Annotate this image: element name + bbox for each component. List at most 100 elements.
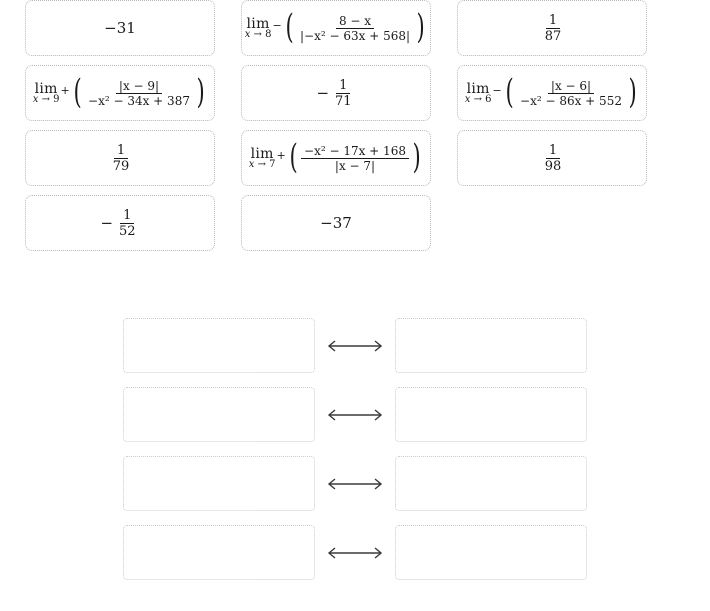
fraction: 1 87	[542, 14, 565, 43]
match-arrow-icon	[315, 476, 395, 492]
limit-side-sign: +	[60, 83, 70, 97]
limit-variable: x	[32, 93, 39, 105]
dropzone-right[interactable]	[395, 525, 587, 580]
lim-label: lim	[250, 145, 274, 162]
fraction: −x² − 17x + 168 |x − 7|	[301, 145, 409, 172]
dropzone-left[interactable]	[123, 525, 315, 580]
expression-tile-limit-x-to-6-minus[interactable]: lim x → 6 − ( |x − 6| −x² − 86x + 552 )	[457, 65, 647, 121]
tile-bank: −31 lim x → 8 − ( 8 − x |−x² − 63x + 568…	[0, 0, 710, 260]
limit-approach: x → 9	[32, 93, 60, 105]
fraction-numerator: 8 − x	[335, 15, 375, 29]
fraction-denominator: −x² − 86x + 552	[520, 93, 622, 108]
lim-label: lim	[34, 80, 58, 97]
fraction-sign: −	[100, 213, 114, 232]
fraction-value: − 1 52	[100, 209, 139, 238]
fraction-numerator: 1	[120, 209, 135, 224]
match-row	[0, 387, 710, 442]
tile-bank-row: 1 79 lim x → 7 + ( −x² − 17x + 168 |x − …	[0, 130, 710, 186]
limit-expression: lim x → 6 − ( |x − 6| −x² − 86x + 552 )	[465, 72, 639, 113]
paren-close-icon: )	[412, 137, 421, 178]
fraction-denominator: 87	[544, 28, 562, 44]
limit-approach: x → 7	[248, 158, 276, 170]
limit-expression: lim x → 9 + ( |x − 9| −x² − 34x + 387 )	[33, 72, 207, 113]
fraction-denominator: 71	[335, 93, 352, 109]
paren-open-icon: (	[505, 72, 514, 113]
paren-open-icon: (	[285, 7, 294, 48]
answer-tile-minus-31[interactable]: −31	[25, 0, 215, 56]
fraction-numerator: 1	[545, 14, 561, 29]
limit-variable: x	[244, 28, 251, 40]
answer-tile-minus-one-over-71[interactable]: − 1 71	[241, 65, 431, 121]
answer-tile-minus-37[interactable]: −37	[241, 195, 431, 251]
paren-open-icon: (	[289, 137, 298, 178]
match-row	[0, 456, 710, 511]
tile-bank-row: − 1 52 −37	[0, 195, 710, 251]
tile-bank-row: lim x → 9 + ( |x − 9| −x² − 34x + 387 ) …	[0, 65, 710, 121]
limit-approach: x → 8	[244, 28, 272, 40]
limit-operator: lim x → 8	[245, 17, 272, 40]
answer-tile-minus-one-over-52[interactable]: − 1 52	[25, 195, 215, 251]
fraction-numerator: |x − 6|	[547, 80, 595, 94]
match-arrow-icon	[315, 407, 395, 423]
limit-operator: lim x → 6	[465, 82, 492, 105]
limit-side-sign: −	[272, 18, 282, 32]
limit-side-sign: +	[276, 148, 286, 162]
match-row	[0, 525, 710, 580]
fraction: |x − 9| −x² − 34x + 387	[85, 80, 193, 107]
fraction-numerator: 1	[545, 144, 561, 159]
fraction-denominator: |−x² − 63x + 568|	[299, 28, 411, 43]
arrow-to-icon: →	[257, 158, 266, 170]
expression-tile-limit-x-to-8-minus[interactable]: lim x → 8 − ( 8 − x |−x² − 63x + 568| )	[241, 0, 431, 56]
limit-variable: x	[248, 158, 255, 170]
arrow-to-icon: →	[41, 93, 50, 105]
fraction: 1 79	[110, 144, 133, 173]
fraction-numerator: −x² − 17x + 168	[301, 145, 409, 159]
limit-operator: lim x → 9	[33, 82, 60, 105]
limit-point: 7	[269, 158, 276, 170]
tile-value-text: −31	[104, 18, 136, 37]
fraction-numerator: 1	[113, 144, 129, 159]
fraction-value: − 1 71	[316, 79, 355, 108]
fraction-denominator: 79	[112, 158, 130, 174]
dropzone-right[interactable]	[395, 456, 587, 511]
fraction-numerator: 1	[336, 79, 351, 94]
fraction-value: 1 79	[107, 144, 134, 173]
paren-open-icon: (	[73, 72, 82, 113]
limit-operator: lim x → 7	[249, 147, 276, 170]
dropzone-left[interactable]	[123, 456, 315, 511]
dropzone-right[interactable]	[395, 318, 587, 373]
matching-area	[0, 318, 710, 594]
dropzone-right[interactable]	[395, 387, 587, 442]
fraction: 1 98	[542, 144, 565, 173]
limit-point: 6	[485, 93, 492, 105]
tile-value-text: −37	[320, 213, 352, 232]
match-arrow-icon	[315, 338, 395, 354]
dropzone-left[interactable]	[123, 387, 315, 442]
fraction: |x − 6| −x² − 86x + 552	[517, 80, 625, 107]
paren-close-icon: )	[416, 7, 425, 48]
limit-expression: lim x → 7 + ( −x² − 17x + 168 |x − 7| )	[249, 137, 423, 178]
answer-tile-one-over-87[interactable]: 1 87	[457, 0, 647, 56]
limit-point: 8	[265, 28, 272, 40]
expression-tile-limit-x-to-7-plus[interactable]: lim x → 7 + ( −x² − 17x + 168 |x − 7| )	[241, 130, 431, 186]
limit-side-sign: −	[492, 83, 502, 97]
answer-tile-one-over-98[interactable]: 1 98	[457, 130, 647, 186]
match-row	[0, 318, 710, 373]
limit-approach: x → 6	[464, 93, 492, 105]
fraction: 8 − x |−x² − 63x + 568|	[297, 15, 413, 42]
match-arrow-icon	[315, 545, 395, 561]
limit-variable: x	[464, 93, 471, 105]
lim-label: lim	[246, 15, 270, 32]
limit-point: 9	[53, 93, 60, 105]
paren-close-icon: )	[628, 72, 637, 113]
lim-label: lim	[466, 80, 490, 97]
arrow-to-icon: →	[253, 28, 262, 40]
paren-close-icon: )	[196, 72, 205, 113]
dropzone-left[interactable]	[123, 318, 315, 373]
expression-tile-limit-x-to-9-plus[interactable]: lim x → 9 + ( |x − 9| −x² − 34x + 387 )	[25, 65, 215, 121]
answer-tile-one-over-79[interactable]: 1 79	[25, 130, 215, 186]
fraction-denominator: 52	[119, 223, 136, 239]
fraction: 1 71	[332, 79, 355, 108]
fraction-denominator: |x − 7|	[334, 158, 376, 173]
limit-expression: lim x → 8 − ( 8 − x |−x² − 63x + 568| )	[245, 7, 428, 48]
